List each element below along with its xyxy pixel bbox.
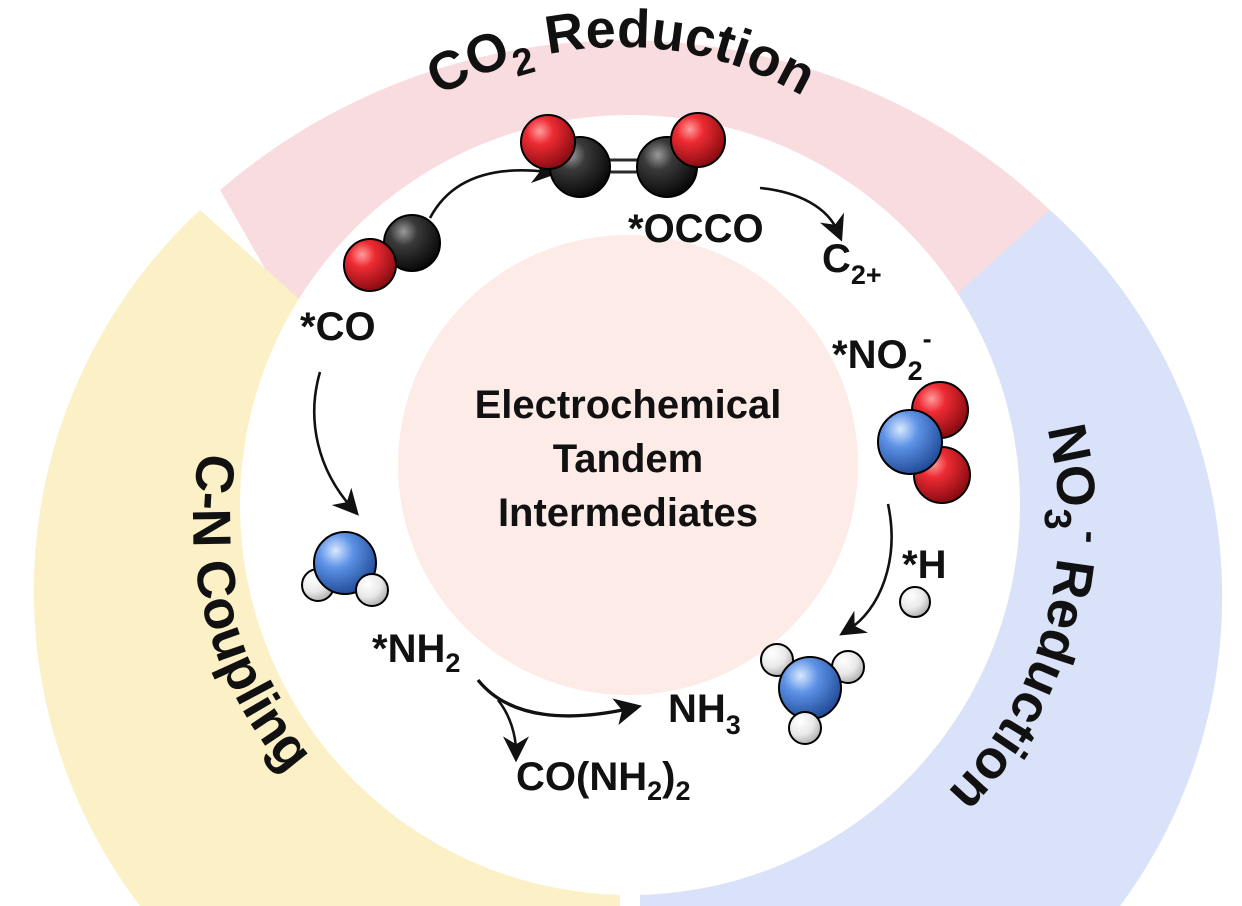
arrow-nh2-to-nh3 xyxy=(476,678,642,726)
center-line-2: Tandem xyxy=(553,437,703,481)
nh2-molecule xyxy=(301,531,389,607)
label-no2: *NO2- xyxy=(832,324,932,386)
arrow-occo-to-c2 xyxy=(759,186,844,242)
arrow-co-to-nh2 xyxy=(313,371,359,516)
hydrogen-atom xyxy=(760,643,794,677)
reaction-arrows xyxy=(313,157,893,763)
label-nh3: NH3 xyxy=(668,687,741,740)
oxygen-atom xyxy=(670,112,726,168)
nitrogen-atom xyxy=(877,409,943,475)
arrow-no2-to-nh3 xyxy=(839,503,893,636)
label-c2: C2+ xyxy=(822,237,882,290)
hydrogen-atom xyxy=(899,586,931,618)
arrow-nh2-to-urea xyxy=(496,699,529,763)
cn-coupling-sector xyxy=(33,210,620,906)
occo-molecule xyxy=(520,112,726,198)
center-line-3: Intermediates xyxy=(498,491,758,535)
center-line-1: Electrochemical xyxy=(475,383,782,427)
nh3-molecule xyxy=(760,643,865,745)
oxygen-atom xyxy=(343,238,397,292)
center-disc xyxy=(398,235,858,695)
co-molecule xyxy=(343,214,441,292)
hydrogen-atom xyxy=(788,711,822,745)
label-nh2: *NH2 xyxy=(372,627,460,678)
no2-molecule xyxy=(877,381,971,504)
label-h: *H xyxy=(902,543,946,587)
hydrogen-atom xyxy=(355,573,389,607)
label-urea: CO(NH2)2 xyxy=(516,755,690,806)
nitrogen-atom xyxy=(778,656,842,720)
label-occo: *OCCO xyxy=(628,207,764,251)
arrow-co-to-occo xyxy=(428,157,559,219)
label-co: *CO xyxy=(300,305,376,349)
h-atom xyxy=(899,586,931,618)
no3-reduction-sector xyxy=(640,210,1223,906)
oxygen-atom xyxy=(520,114,576,170)
